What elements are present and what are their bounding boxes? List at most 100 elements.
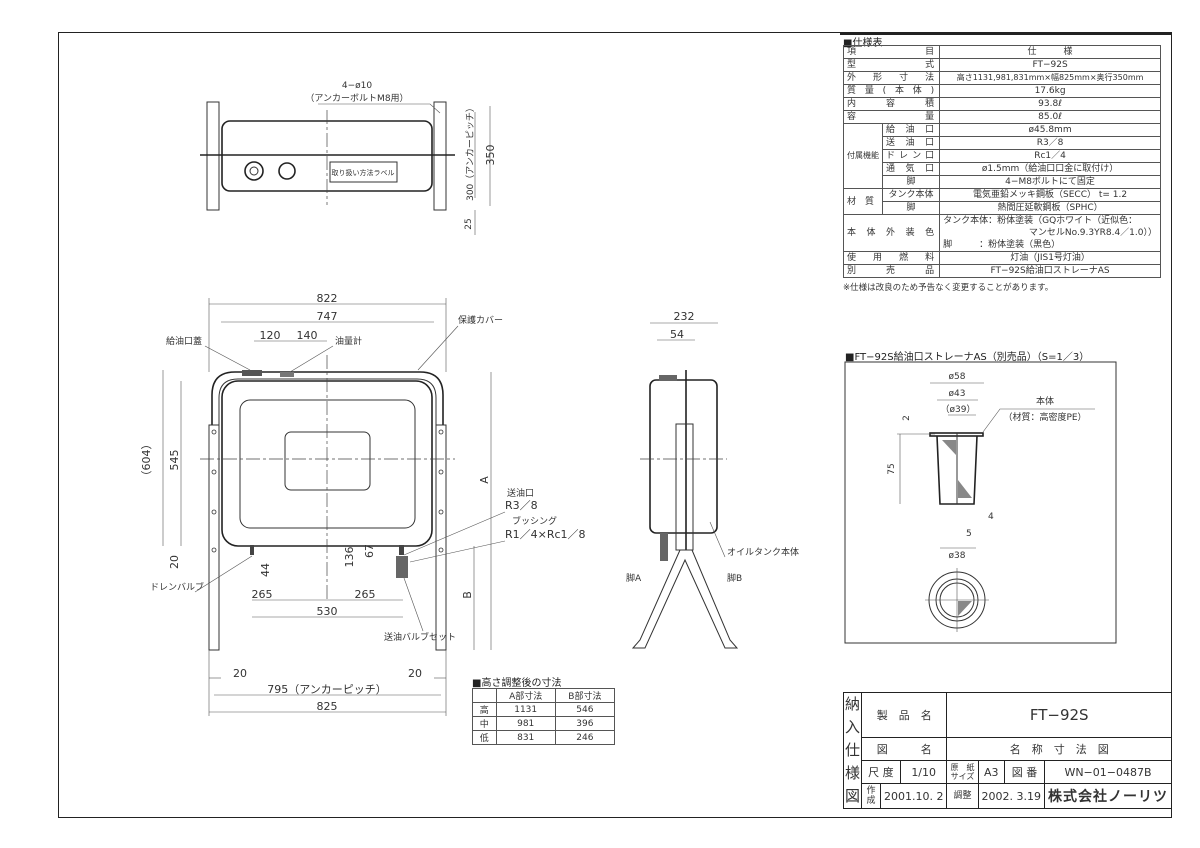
header-spec: 仕 様 — [939, 45, 1161, 59]
dim-300: 300（アンカーピッチ） — [465, 103, 476, 201]
drain-valve-label: ドレンバルブ — [150, 581, 204, 593]
row-label: ドレン口 — [881, 149, 941, 163]
row-label: 脚 — [881, 201, 941, 215]
row-label: 内容積 — [842, 97, 941, 111]
table-row: 納入仕様図 製 品 名 FT−92S — [843, 692, 1172, 809]
table-row: 脚熱間圧延軟鋼板（SPHC） — [844, 201, 1161, 215]
dim-5: 5 — [966, 529, 972, 539]
right-leg-top — [433, 101, 447, 211]
drawing-no-label: 図 番 — [1004, 760, 1045, 784]
label-plate — [329, 161, 398, 183]
supply-port-label: 送油口 — [507, 487, 534, 499]
table-row: 尺 度 1/10 原 紙 サイズ A3 図 番 WN−01−0487B — [844, 760, 1172, 784]
row-label: 外形寸法 — [842, 71, 941, 85]
cover-label: 保護カバー — [458, 314, 503, 326]
row-value: マンセルNo.9.3YR8.4／1.0）） — [939, 227, 1161, 239]
supply-valve-set-label: 送油バルブセット — [384, 631, 456, 643]
side-view: 232 54 脚A 脚B オイルタンク本体 — [626, 310, 799, 649]
fill-cap-label: 給油口蓋 — [166, 335, 202, 347]
row-value: 93.8ℓ — [939, 97, 1161, 111]
top-view: 取り扱い方法ラベル 4−ø10 （アンカーボルトM8用） 350 300（アンカ… — [200, 81, 497, 235]
dim-20-right: 20 — [408, 667, 422, 680]
row-value: 17.6kg — [939, 84, 1161, 98]
drawing-name-label: 図 名 — [860, 737, 948, 761]
group-label: 材 質 — [843, 188, 883, 215]
protective-cover — [211, 371, 444, 425]
dim-20-vertical: 20 — [168, 555, 181, 569]
dim-604: （604） — [140, 439, 153, 482]
dim-136: 136 — [343, 547, 356, 568]
row-label: 送油口 — [881, 136, 941, 150]
row-label: タンク本体 — [881, 188, 941, 202]
strainer-drawing: ø58 ø43 （ø39） 2 75 4 5 ø38 本体 （材質：高密度PE） — [844, 361, 1117, 644]
dim-747: 747 — [317, 310, 338, 323]
row-value: FT−92S — [939, 58, 1161, 72]
cell: 低 — [472, 730, 497, 745]
company-name: 株式会社ノーリツ — [1044, 783, 1172, 809]
created-label: 作成 — [861, 783, 881, 809]
row-label: 給油口 — [881, 123, 941, 137]
side-tank — [649, 379, 718, 534]
dim-75: 75 — [887, 463, 897, 474]
supply-thread-label: R3／8 — [505, 499, 538, 512]
cell: 546 — [554, 702, 616, 717]
dim-d58: ø58 — [949, 372, 966, 382]
spec-table-title: ■仕様表 — [843, 38, 883, 49]
height-table-title: ■高さ調整後の寸法 — [472, 678, 562, 689]
gauge-circle — [278, 162, 296, 180]
dim-b: B — [461, 591, 474, 599]
table-row: 使用燃料灯油（JIS1号灯油） — [842, 251, 1161, 265]
product-name-label: 製 品 名 — [860, 692, 948, 738]
row-value: R3／8 — [939, 136, 1161, 150]
strainer-material-label: （材質：高密度PE） — [1003, 411, 1086, 423]
row-value: ø45.8mm — [939, 123, 1161, 137]
row-value: 脚 ：粉体塗装（黒色） — [939, 239, 1161, 252]
dim-822: 822 — [317, 292, 338, 305]
table-row: 図 名 名 称 寸 法 図 — [844, 737, 1172, 761]
strainer-body-label: 本体 — [1036, 395, 1054, 407]
dim-232: 232 — [674, 310, 695, 323]
row-label: 質量(本体) — [842, 84, 941, 98]
fill-port-circle — [244, 161, 264, 181]
cell: 981 — [495, 716, 556, 731]
row-value: Rc1／4 — [939, 149, 1161, 163]
dim-4: 4 — [988, 512, 994, 522]
dim-140: 140 — [297, 329, 318, 342]
bushing-label: ブッシング — [512, 515, 557, 527]
paper-size: A3 — [977, 760, 1006, 784]
dim-d38: ø38 — [949, 551, 966, 561]
side-label-char: 入 — [844, 718, 860, 736]
table-row: マンセルNo.9.3YR8.4／1.0）） — [844, 227, 1161, 239]
cell: 1131 — [495, 702, 556, 717]
created-date: 2001.10. 2 — [879, 783, 948, 809]
dim-67: 67 — [363, 544, 376, 558]
scale-value: 1/10 — [899, 760, 948, 784]
dim-545: 545 — [168, 450, 181, 471]
leg-b-label: 脚B — [727, 573, 742, 584]
row-value: タンク本体：粉体塗装（GQホワイト（近似色： — [939, 214, 1161, 227]
dim-825: 825 — [317, 700, 338, 713]
side-label-char: 様 — [844, 764, 860, 782]
row-value: 電気亜鉛メッキ鋼板（SECC） t= 1.2 — [939, 188, 1161, 202]
dim-265-right: 265 — [355, 588, 376, 601]
left-leg — [208, 424, 220, 651]
dim-350: 350 — [484, 145, 497, 166]
table-row: 質量(本体)17.6kg — [842, 84, 1161, 98]
side-label-char: 図 — [844, 787, 860, 805]
row-value: 灯油（JIS1号灯油） — [939, 251, 1161, 265]
title-block: 納入仕様図 製 品 名 FT−92S 図 名 名 称 寸 法 図 尺 度 1/1… — [843, 692, 1172, 809]
spec-note: ※仕様は改良のため予告なく変更することがあります。 — [843, 283, 1054, 293]
dim-44: 44 — [259, 563, 272, 577]
